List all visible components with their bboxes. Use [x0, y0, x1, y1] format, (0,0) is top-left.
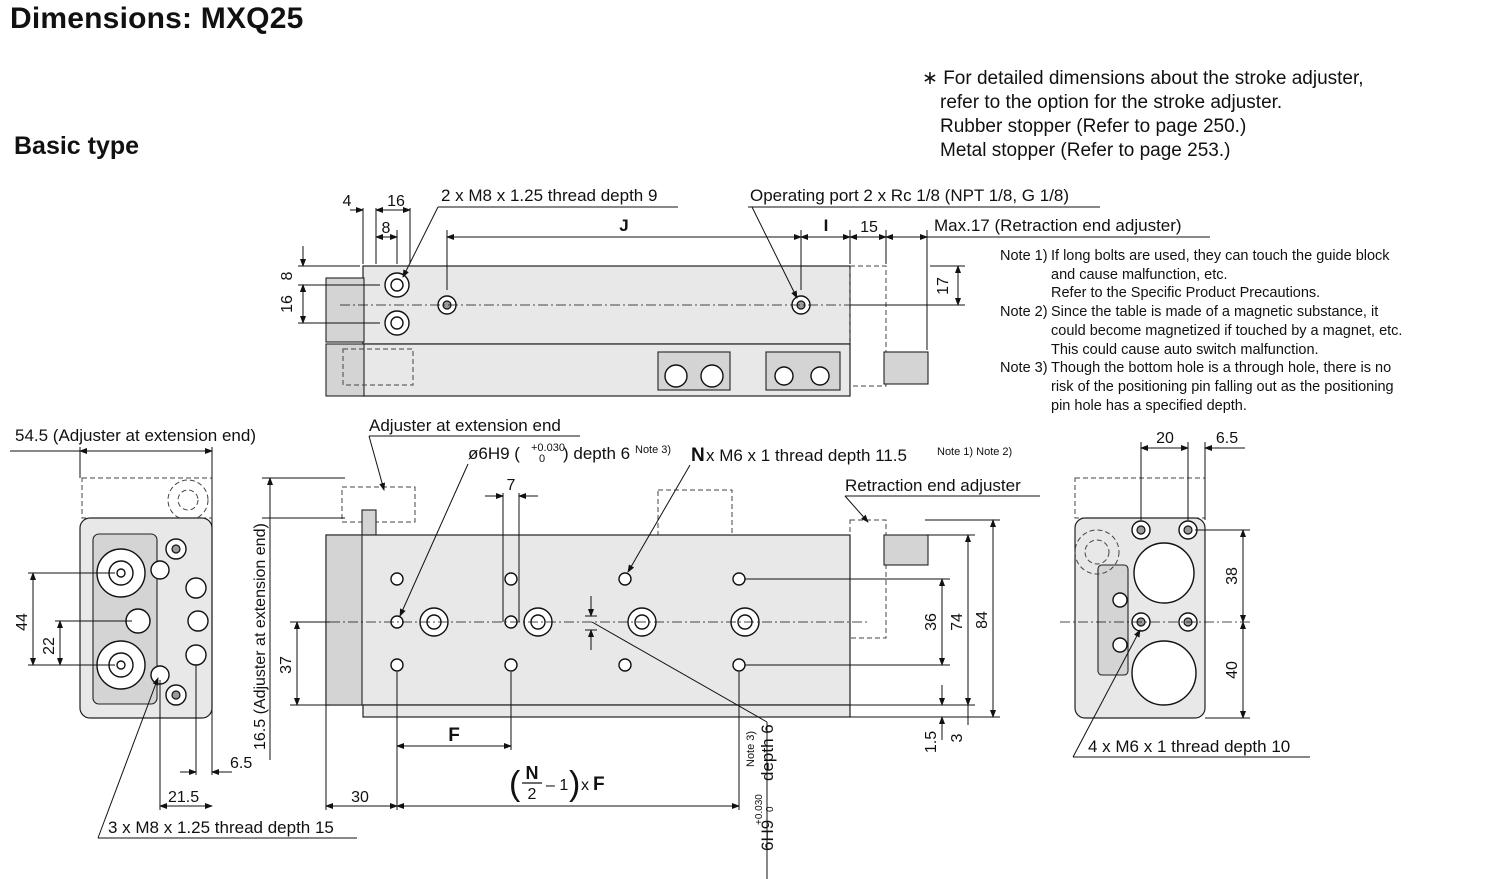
- note-tag: Note 1): [1000, 248, 1048, 264]
- svg-text:0: 0: [539, 453, 545, 465]
- svg-text:– 1: – 1: [546, 777, 568, 794]
- left-thread-label: 3 x M8 x 1.25 thread depth 15: [108, 818, 334, 837]
- dim-4: 4: [343, 193, 352, 210]
- front-body-base: [362, 704, 851, 718]
- note-line: refer to the option for the stroke adjus…: [940, 92, 1283, 113]
- top-retraction-adjuster: [849, 265, 887, 387]
- note-tag: Note 3): [1000, 360, 1048, 377]
- dim-20: 20: [1156, 430, 1174, 447]
- dim-37: 37: [278, 656, 295, 674]
- dim-84: 84: [974, 611, 991, 629]
- svg-text:(: (: [509, 765, 521, 803]
- dim-21-5: 21.5: [168, 789, 199, 806]
- dim-44: 44: [14, 613, 31, 631]
- vertical-adjuster-label: 16.5 (Adjuster at extension end): [252, 523, 269, 750]
- note-tag: Note 2): [1000, 304, 1048, 321]
- note-line: For detailed dimensions about the stroke…: [943, 68, 1364, 89]
- dim-6-5: 6.5: [230, 755, 252, 772]
- svg-text:) depth 6: ) depth 6: [563, 444, 630, 463]
- top-end-plate: [325, 277, 365, 343]
- notes-block: Note 1)If long bolts are used, they can …: [1000, 247, 1402, 415]
- top-port-fitting: [664, 364, 688, 388]
- front-port-outline: [657, 489, 733, 536]
- dim-30: 30: [351, 789, 369, 806]
- dim-J: J: [619, 216, 628, 235]
- svg-text:N: N: [526, 763, 539, 783]
- right-bore: [1133, 542, 1195, 604]
- dim-74: 74: [949, 613, 966, 631]
- note-text: and cause malfunction, etc.: [1051, 266, 1228, 283]
- right-bore: [1131, 640, 1197, 706]
- note-text: could become magnetized if touched by a …: [1051, 322, 1403, 339]
- svg-text:F: F: [593, 774, 605, 795]
- svg-text:+0.030: +0.030: [754, 794, 765, 825]
- svg-text:x: x: [581, 777, 589, 794]
- top-view: 4 16 8 J I 15 2 x M8 x 1.25 thread depth…: [279, 186, 1210, 397]
- pin-hole-label: ø6H9 (: [468, 444, 520, 463]
- left-end-view: 54.5 (Adjuster at extension end) 44 22 6…: [10, 426, 357, 839]
- dim-7: 7: [507, 477, 516, 494]
- svg-text:2: 2: [528, 786, 537, 803]
- svg-text:Note 1) Note 2): Note 1) Note 2): [937, 446, 1012, 458]
- note-text: pin hole has a specified depth.: [1051, 397, 1247, 414]
- front-thread-hole: [390, 572, 404, 586]
- right-thread-label: 4 x M6 x 1 thread depth 10: [1088, 737, 1290, 756]
- dim-8: 8: [382, 220, 391, 237]
- top-left-adjuster: [342, 348, 414, 386]
- note-text: risk of the positioning pin falling out …: [1051, 378, 1394, 395]
- note-line: Metal stopper (Refer to page 253.): [940, 140, 1231, 161]
- front-extension-adjuster: [341, 486, 416, 523]
- note-text: This could cause auto switch malfunction…: [1051, 341, 1319, 358]
- dim-40: 40: [1224, 661, 1241, 679]
- svg-text:0: 0: [765, 806, 776, 812]
- dim-16-vertical: 16: [279, 295, 296, 313]
- adjuster-extension-label: 54.5 (Adjuster at extension end): [15, 426, 256, 445]
- n-thread-label: x M6 x 1 thread depth 11.5: [706, 446, 907, 465]
- retraction-adjuster-label: Retraction end adjuster: [845, 476, 1021, 495]
- front-view: Adjuster at extension end ø6H9 ( +0.030 …: [252, 416, 1040, 879]
- dim-16: 16: [387, 193, 405, 210]
- right-end-view: 20 6.5 38 40 4 x M6 x 1 thread depth 10: [1060, 430, 1310, 758]
- vertical-pin-label: 6H9: [758, 820, 777, 851]
- dim-F: F: [448, 725, 460, 746]
- note-text: Refer to the Specific Product Precaution…: [1051, 285, 1321, 302]
- dim-I: I: [824, 216, 829, 235]
- note-text: If long bolts are used, they can touch t…: [1051, 248, 1390, 264]
- n-thread-label-n: N: [691, 445, 705, 466]
- note-text: Since the table is made of a magnetic su…: [1051, 304, 1379, 321]
- max-adjuster-label: Max.17 (Retraction end adjuster): [934, 216, 1182, 235]
- dim-1-5: 1.5: [923, 731, 940, 753]
- dim-22: 22: [41, 637, 58, 655]
- top-right-nut: [883, 351, 929, 385]
- note-line: Rubber stopper (Refer to page 250.): [940, 116, 1247, 137]
- svg-text:depth 6: depth 6: [758, 724, 777, 781]
- page-title: Dimensions: MXQ25: [10, 2, 304, 35]
- formula-n-over-2: ( N 2 – 1 ) x F: [509, 763, 605, 803]
- dim-3: 3: [949, 733, 966, 742]
- svg-text:Note 3): Note 3): [745, 731, 757, 767]
- top-thread-label: 2 x M8 x 1.25 thread depth 9: [441, 186, 657, 205]
- dim-17: 17: [935, 277, 952, 295]
- right-adjuster-outline: [1074, 477, 1206, 519]
- dim-15: 15: [860, 219, 878, 236]
- left-adjuster-outline: [81, 477, 213, 519]
- svg-text:): ): [569, 765, 580, 803]
- svg-text:+0.030: +0.030: [531, 442, 565, 454]
- dim-36: 36: [923, 613, 940, 631]
- asterisk-marker: ∗: [922, 68, 938, 89]
- adjuster-ext-label: Adjuster at extension end: [369, 416, 561, 435]
- front-table: [325, 534, 851, 706]
- dim-6-5-right: 6.5: [1216, 430, 1238, 447]
- stroke-adjuster-note: ∗ For detailed dimensions about the stro…: [922, 67, 1364, 163]
- svg-text:Note 3): Note 3): [635, 444, 671, 456]
- section-title: Basic type: [14, 132, 140, 160]
- dim-38: 38: [1224, 567, 1241, 585]
- dim-8-vertical: 8: [279, 271, 296, 280]
- note-text: Though the bottom hole is a through hole…: [1051, 360, 1392, 377]
- port-label: Operating port 2 x Rc 1/8 (NPT 1/8, G 1/…: [750, 186, 1069, 205]
